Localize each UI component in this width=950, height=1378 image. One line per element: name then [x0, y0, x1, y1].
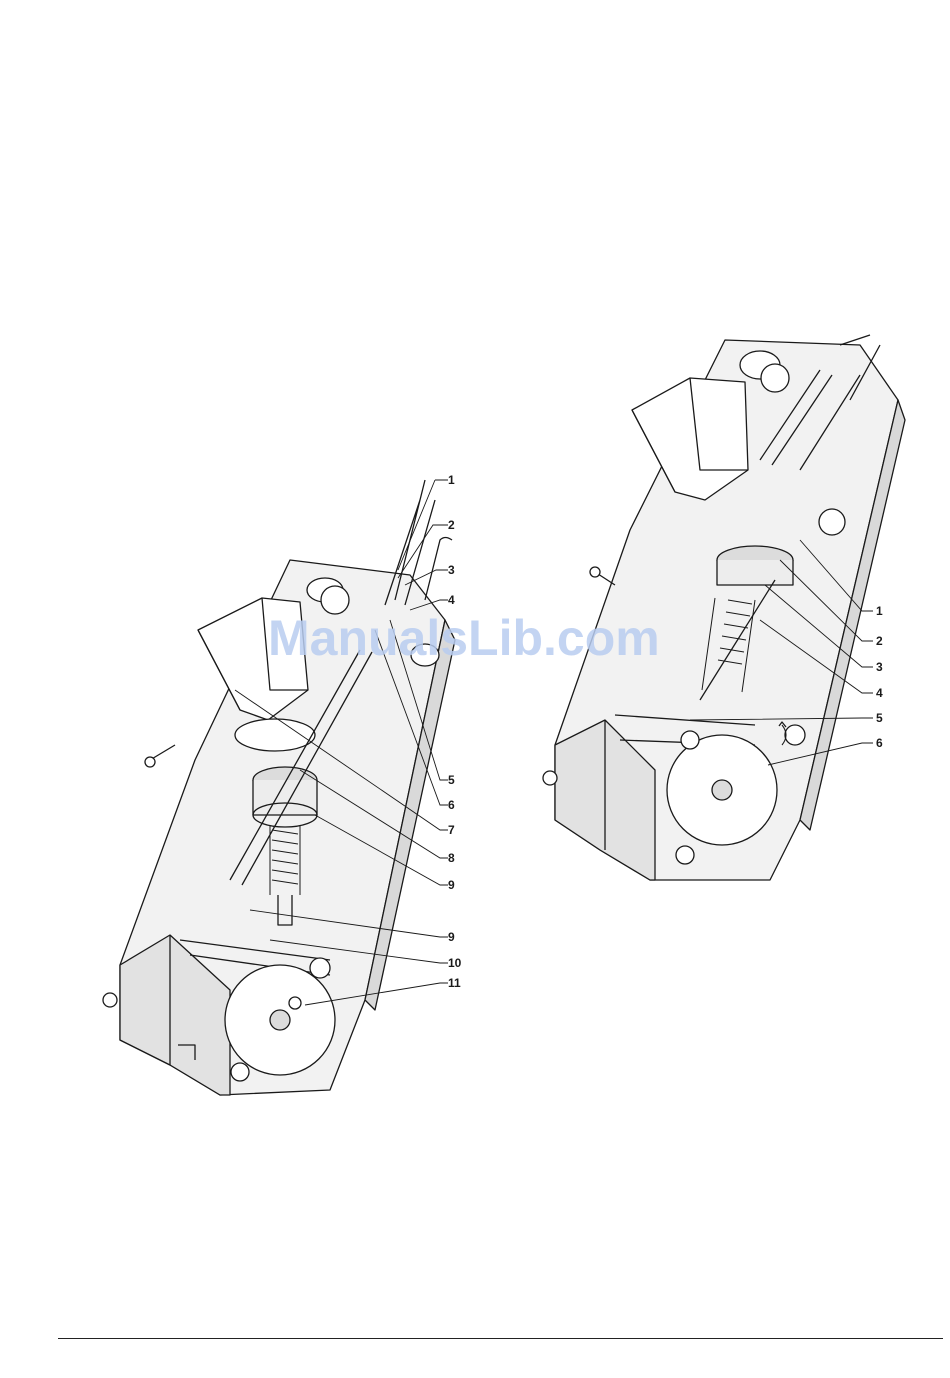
callout-label: 11: [448, 976, 461, 990]
funnel-ring: [235, 719, 315, 751]
footer-rule: [58, 1338, 943, 1339]
callout-label: 10: [448, 956, 462, 970]
callout-label: 9: [448, 930, 455, 944]
callout-label: 3: [876, 660, 883, 674]
right-mechanism-drawing: [543, 335, 905, 880]
hopper: [632, 378, 748, 500]
callout-label: 7: [448, 823, 455, 837]
watermark: ManualsLib.com: [268, 610, 660, 666]
right-callouts: 1 2 3 4 5 6: [876, 604, 883, 750]
callout-label: 6: [876, 736, 883, 750]
callout-label: 9: [448, 878, 455, 892]
callout-label: 6: [448, 798, 455, 812]
callout-label: 5: [448, 773, 455, 787]
callout-label: 5: [876, 711, 883, 725]
callout-label: 1: [876, 604, 883, 618]
callout-label: 2: [876, 634, 883, 648]
callout-label: 4: [448, 593, 455, 607]
callout-label: 1: [448, 473, 455, 487]
callout-label: 3: [448, 563, 455, 577]
callout-label: 4: [876, 686, 883, 700]
callout-label: 8: [448, 851, 455, 865]
callout-label: 2: [448, 518, 455, 532]
left-callouts: 1 2 3 4 5 6 7 8 9 9 10 11: [448, 473, 462, 990]
